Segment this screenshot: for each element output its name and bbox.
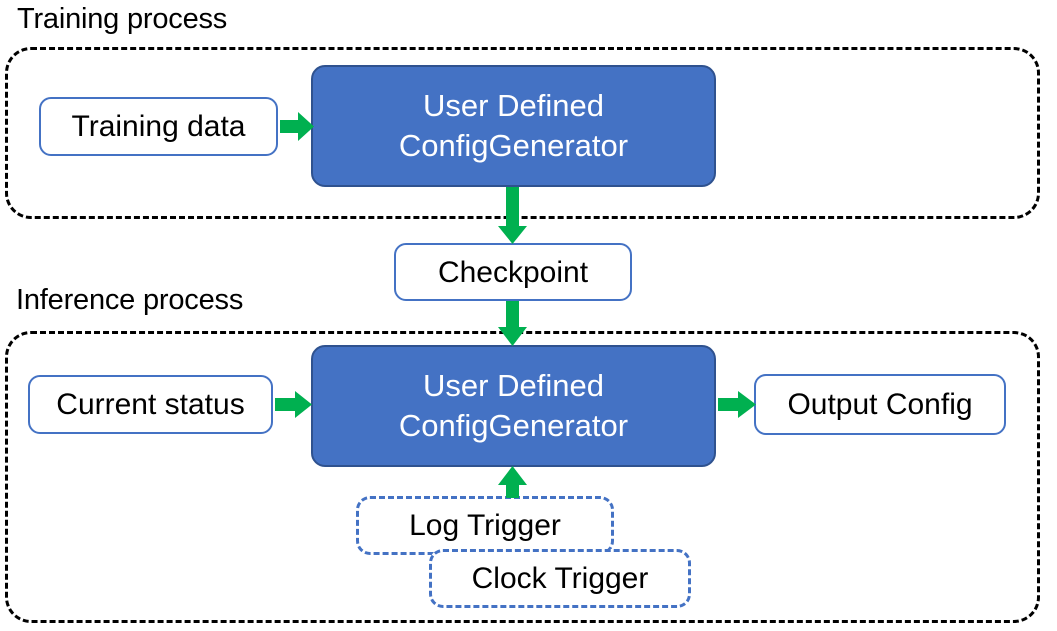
training-process-group [5, 47, 1040, 219]
node-inference-config-generator-line1: User Defined [423, 368, 604, 404]
node-training-config-generator-line1: User Defined [423, 88, 604, 124]
training-process-title: Training process [17, 3, 228, 35]
node-training-config-generator-line2: ConfigGenerator [398, 128, 629, 163]
inference-process-title: Inference process [16, 284, 244, 316]
node-current-status[interactable]: Current status [28, 375, 273, 434]
node-inference-config-generator-line2: ConfigGenerator [398, 408, 629, 443]
node-training-config-generator[interactable]: User Defined ConfigGenerator [311, 65, 716, 187]
node-output-config[interactable]: Output Config [754, 374, 1006, 435]
node-training-data[interactable]: Training data [39, 97, 278, 156]
node-log-trigger[interactable]: Log Trigger [356, 496, 614, 555]
node-checkpoint[interactable]: Checkpoint [394, 243, 632, 301]
node-inference-config-generator[interactable]: User Defined ConfigGenerator [311, 345, 716, 467]
node-clock-trigger[interactable]: Clock Trigger [429, 549, 691, 608]
